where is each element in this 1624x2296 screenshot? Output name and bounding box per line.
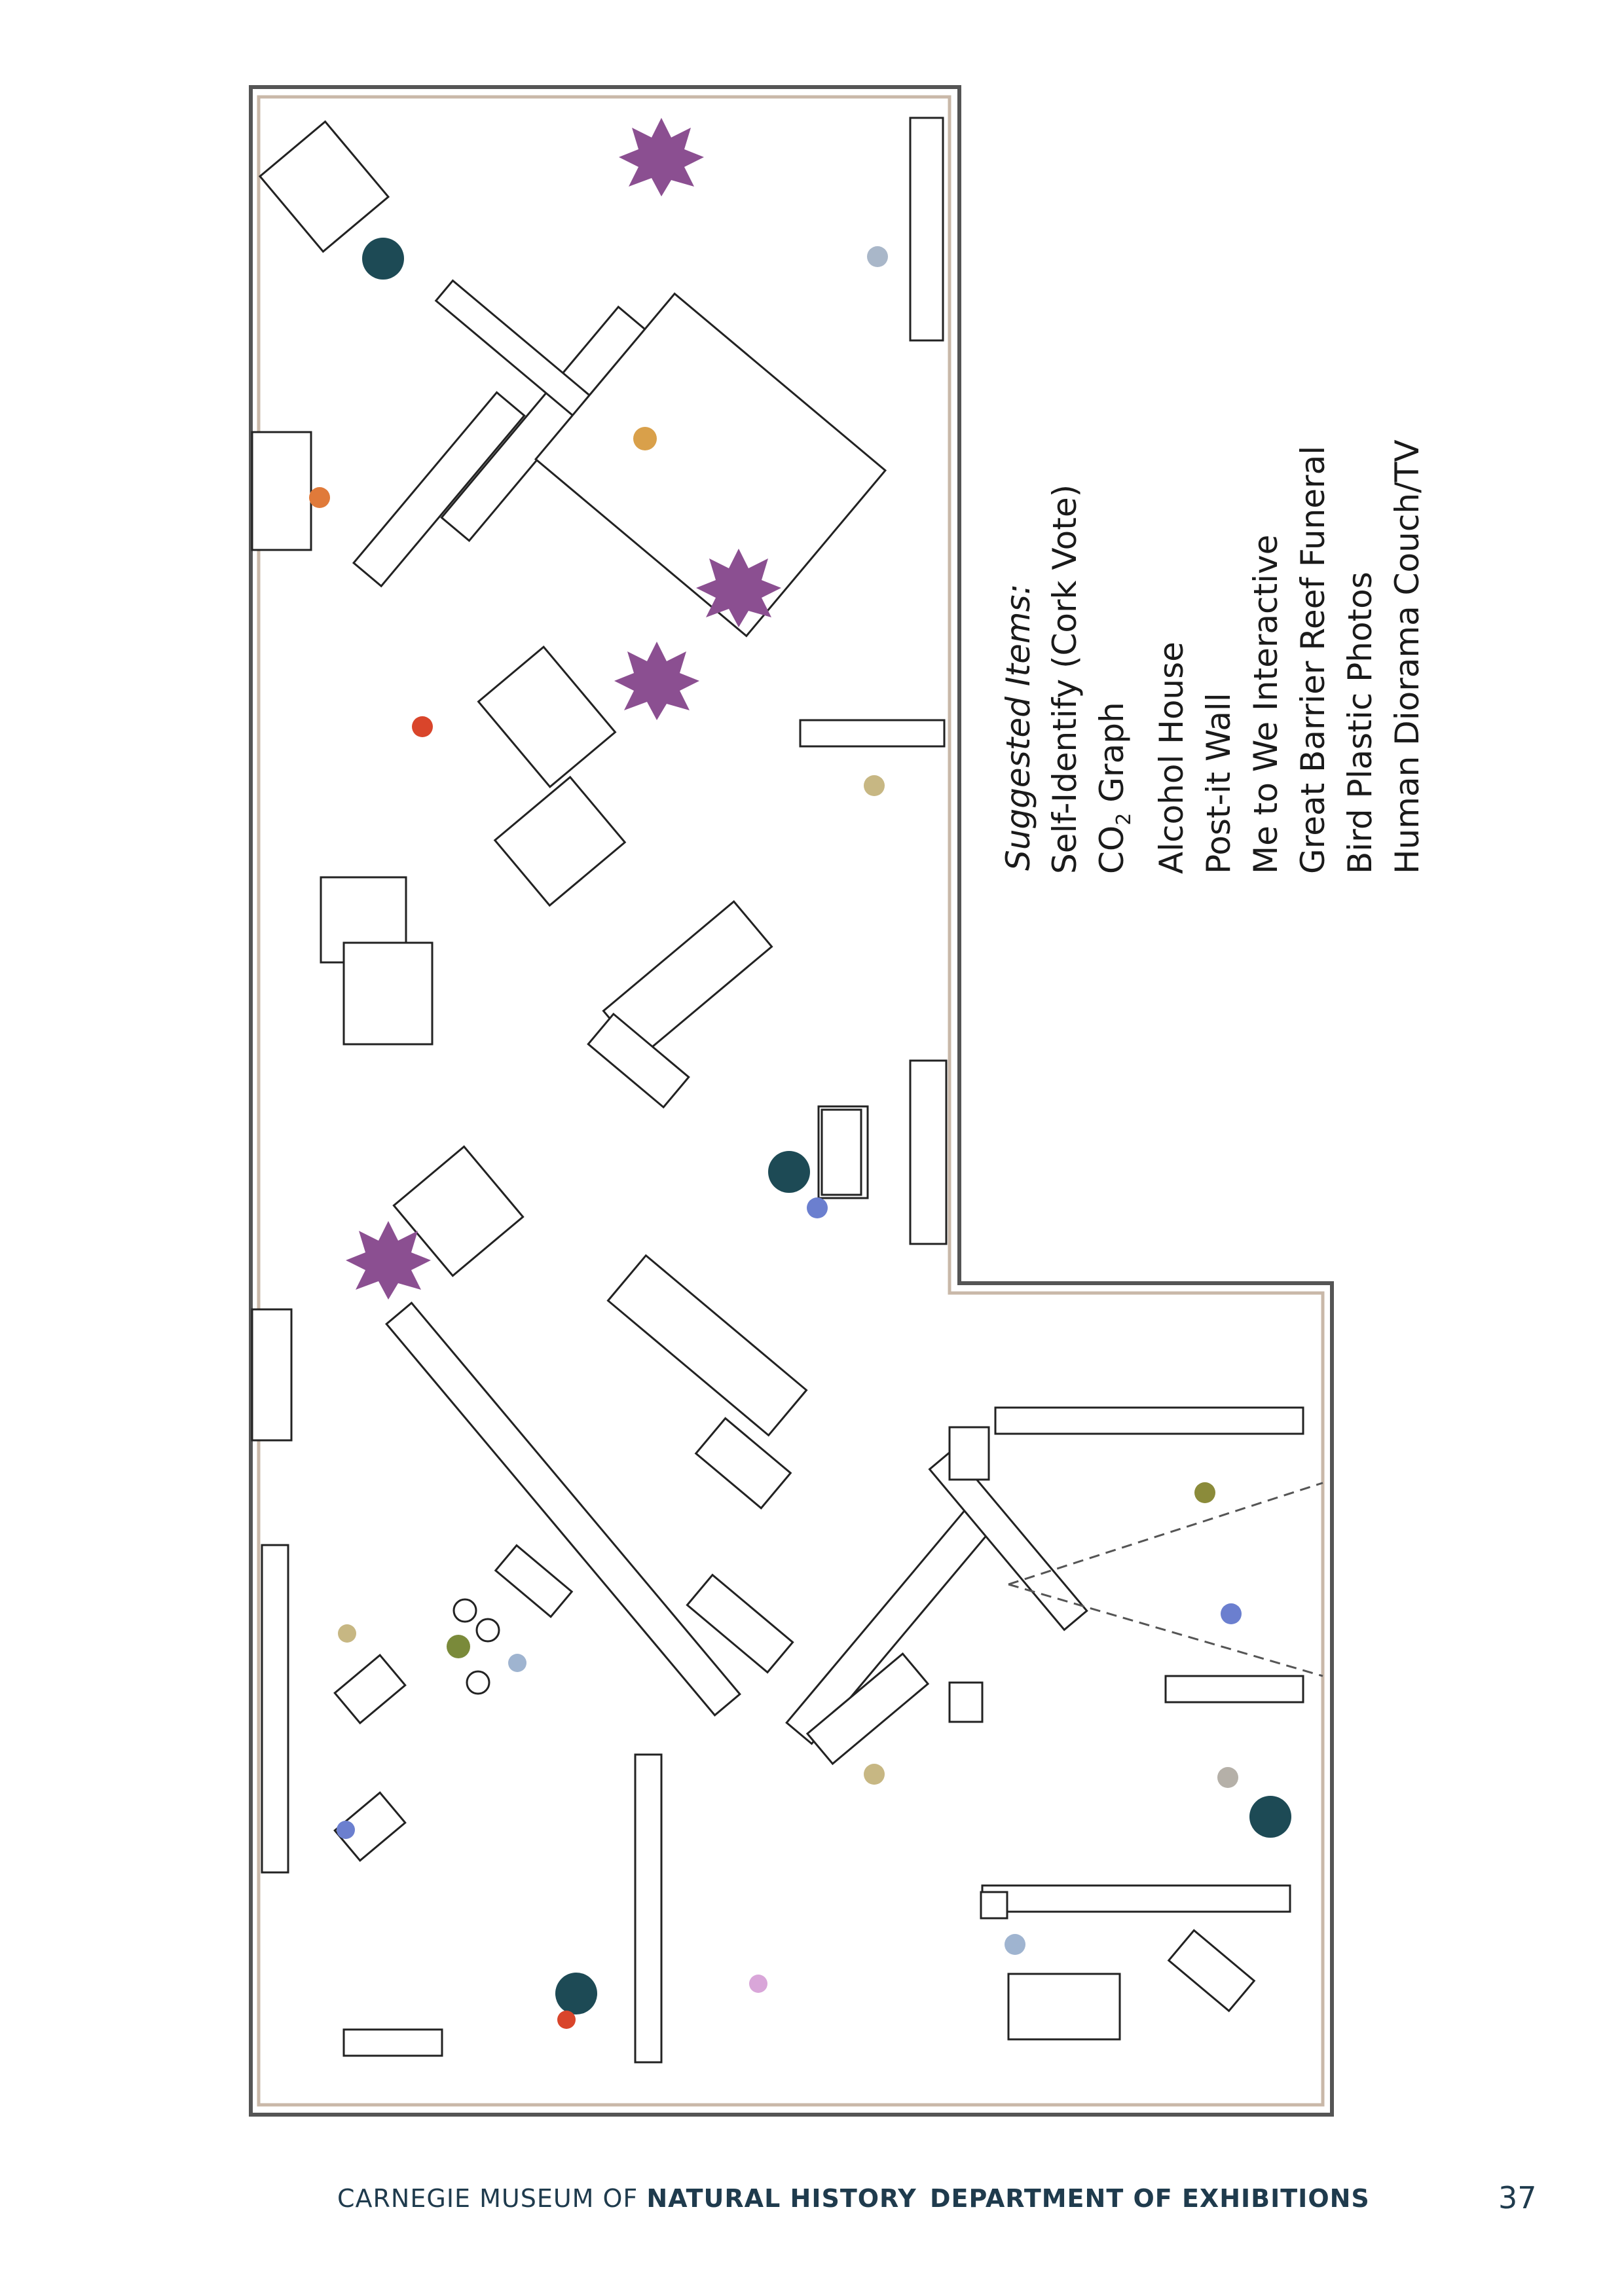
interior-walls	[251, 117, 1304, 2064]
visitor-figures	[309, 246, 1242, 2029]
legend-list: Self-Identify (Cork Vote) CO2 Graph Alco…	[1041, 439, 1431, 874]
starburst-markers	[346, 118, 781, 1300]
legend-item: Human Diorama Couch/TV	[1388, 439, 1426, 874]
footer-org-prefix: CARNEGIE MUSEUM OF	[337, 2184, 647, 2213]
legend-item: Post-it Wall	[1200, 693, 1238, 874]
legend-item: Great Barrier Reef Funeral	[1294, 445, 1332, 874]
outer-walls	[249, 85, 1334, 2117]
display-cases	[258, 120, 1256, 2041]
legend-heading: Suggested Items:	[999, 583, 1037, 871]
page-number: 37	[1498, 2180, 1537, 2215]
co2-suffix: Graph	[1093, 702, 1131, 813]
co2-subscript: 2	[1113, 812, 1135, 826]
legend-item: Bird Plastic Photos	[1341, 572, 1379, 874]
diorama-room	[534, 292, 887, 638]
footer-org-bold: NATURAL HISTORY	[646, 2184, 917, 2213]
long-diagonal-wall	[385, 1302, 1088, 1745]
seating	[452, 1426, 990, 1723]
footer-department: DEPARTMENT OF EXHIBITIONS	[930, 2184, 1370, 2213]
legend-item-co2: CO2 Graph	[1088, 439, 1148, 874]
co2-label: CO	[1093, 825, 1131, 874]
angled-wall-nw	[352, 279, 648, 588]
sightlines	[1008, 1482, 1323, 1677]
hand-markers	[362, 238, 1291, 2014]
legend-item: Self-Identify (Cork Vote)	[1046, 484, 1084, 874]
legend-item: Me to We Interactive	[1247, 534, 1285, 874]
legend-item: Alcohol House	[1153, 642, 1190, 874]
footer-org: CARNEGIE MUSEUM OF NATURAL HISTORY	[337, 2184, 917, 2213]
